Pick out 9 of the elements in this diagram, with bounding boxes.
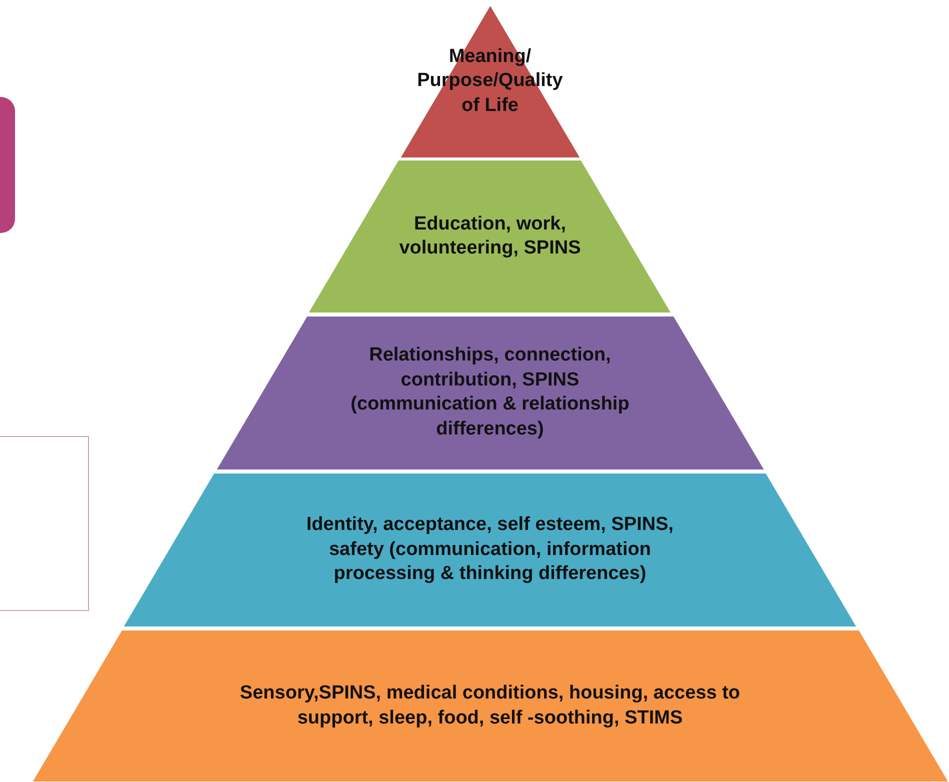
tier-label: Relationships, connection, contribution, SPINS (communication & relationship differences) [350,344,630,442]
pyramid-tier [32,630,948,782]
tier-label: Education, work, volunteering, SPINS [398,212,582,260]
pyramid-tier [308,160,672,313]
tier-label: Sensory,SPINS, medical conditions, housing, access to support, sleep, food, self -soothing, STIMS [238,681,742,730]
outlined-box [0,436,89,611]
pyramid-tier [123,473,857,627]
pyramid-tier [216,316,764,470]
tier-label: Identity, acceptance, self esteem, SPINS, safety (communication, information processing & thinking differences) [305,512,675,586]
